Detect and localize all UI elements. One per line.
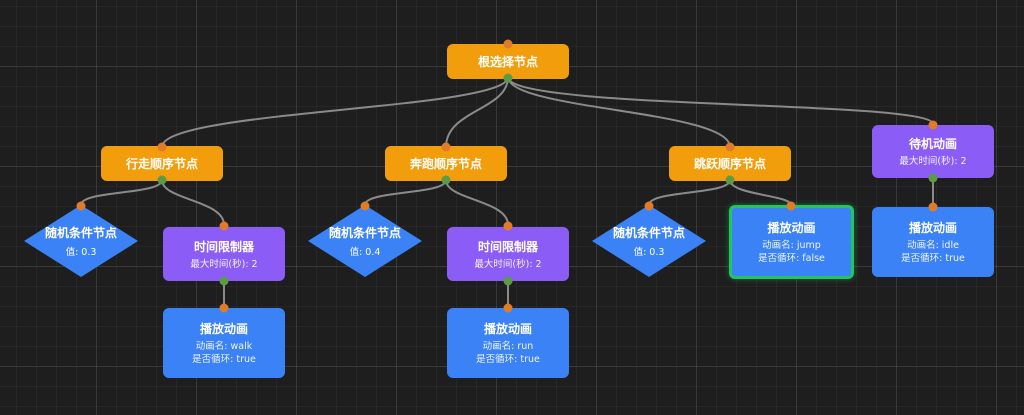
idle-timer-output-port[interactable]: [928, 173, 938, 183]
jump-sequence-input-port[interactable]: [725, 142, 735, 152]
diamond-shape: [308, 205, 422, 277]
idle-timer-input-port[interactable]: [928, 120, 938, 130]
edge-run-timer: [445, 179, 509, 226]
node-loop: 是否循环: true: [901, 253, 965, 264]
node-title: 播放动画: [483, 322, 532, 336]
edge-jump-anim: [729, 179, 792, 206]
jump-condition-input-port[interactable]: [644, 201, 654, 211]
run-timer-output-port[interactable]: [503, 276, 513, 286]
run-sequence-output-port[interactable]: [441, 175, 451, 185]
run-timer-input-port[interactable]: [503, 221, 513, 231]
edge-root-walk: [161, 76, 509, 148]
walk-condition-input-port[interactable]: [76, 201, 86, 211]
node-detail: 值: 0.4: [349, 247, 381, 258]
node-detail: 最大时间(秒): 2: [474, 258, 542, 270]
run-condition-node[interactable]: 随机条件节点 值: 0.4: [308, 205, 422, 277]
walk-timer-node[interactable]: 时间限制器 最大时间(秒): 2: [163, 227, 285, 281]
run-sequence-input-port[interactable]: [441, 142, 451, 152]
jump-sequence-node[interactable]: 跳跃顺序节点: [669, 146, 791, 181]
edge-jump-condition: [648, 179, 731, 206]
walk-timer-input-port[interactable]: [219, 221, 229, 231]
jump-animation-input-port[interactable]: [786, 201, 796, 211]
run-condition-input-port[interactable]: [360, 201, 370, 211]
root-output-port[interactable]: [503, 73, 513, 83]
root-input-port[interactable]: [503, 39, 513, 49]
idle-animation-input-port[interactable]: [928, 202, 938, 212]
node-title: 播放动画: [199, 322, 248, 336]
edge-root-jump: [507, 76, 731, 148]
edge-walk-timer: [161, 179, 225, 226]
node-title: 根选择节点: [477, 55, 538, 69]
walk-sequence-node[interactable]: 行走顺序节点: [101, 146, 223, 181]
run-animation-input-port[interactable]: [503, 303, 513, 313]
node-title: 播放动画: [908, 221, 957, 235]
jump-sequence-output-port[interactable]: [725, 175, 735, 185]
run-animation-node[interactable]: 播放动画 动画名: run 是否循环: true: [447, 308, 569, 378]
node-detail: 最大时间(秒): 2: [899, 156, 967, 167]
node-title: 跳跃顺序节点: [693, 157, 766, 171]
edge-walk-condition: [80, 179, 163, 206]
node-loop: 是否循环: false: [758, 253, 825, 264]
walk-sequence-output-port[interactable]: [157, 175, 167, 185]
node-title: 时间限制器: [193, 239, 254, 254]
node-title: 随机条件节点: [612, 226, 685, 240]
walk-sequence-input-port[interactable]: [157, 142, 167, 152]
node-title: 待机动画: [908, 137, 957, 151]
root-selector-node[interactable]: 根选择节点: [447, 44, 569, 79]
edge-run-condition: [364, 179, 447, 206]
node-title: 行走顺序节点: [125, 157, 198, 171]
run-timer-node[interactable]: 时间限制器 最大时间(秒): 2: [447, 227, 569, 281]
node-loop: 是否循环: true: [192, 354, 256, 365]
node-detail: 值: 0.3: [65, 247, 97, 258]
jump-condition-node[interactable]: 随机条件节点 值: 0.3: [592, 205, 706, 277]
node-anim-name: 动画名: idle: [907, 240, 959, 251]
walk-timer-output-port[interactable]: [219, 276, 229, 286]
run-sequence-node[interactable]: 奔跑顺序节点: [385, 146, 507, 181]
node-title: 播放动画: [767, 221, 816, 235]
node-title: 奔跑顺序节点: [409, 157, 482, 171]
walk-animation-node[interactable]: 播放动画 动画名: walk 是否循环: true: [163, 308, 285, 378]
node-anim-name: 动画名: run: [482, 341, 534, 352]
walk-condition-node[interactable]: 随机条件节点 值: 0.3: [24, 205, 138, 277]
node-title: 随机条件节点: [44, 226, 117, 240]
jump-animation-node[interactable]: 播放动画 动画名: jump 是否循环: false: [729, 205, 854, 279]
walk-animation-input-port[interactable]: [219, 303, 229, 313]
node-detail: 值: 0.3: [633, 247, 665, 258]
diamond-shape: [24, 205, 138, 277]
node-detail: 最大时间(秒): 2: [190, 258, 258, 270]
edge-root-run: [445, 76, 509, 148]
diamond-shape: [592, 205, 706, 277]
node-anim-name: 动画名: walk: [195, 341, 253, 352]
node-title: 随机条件节点: [328, 226, 401, 240]
edge-root-idle: [507, 76, 934, 125]
node-anim-name: 动画名: jump: [762, 240, 821, 251]
idle-timer-node[interactable]: 待机动画 最大时间(秒): 2: [872, 125, 994, 178]
idle-animation-node[interactable]: 播放动画 动画名: idle 是否循环: true: [872, 207, 994, 277]
node-loop: 是否循环: true: [476, 354, 540, 365]
node-title: 时间限制器: [477, 239, 538, 254]
